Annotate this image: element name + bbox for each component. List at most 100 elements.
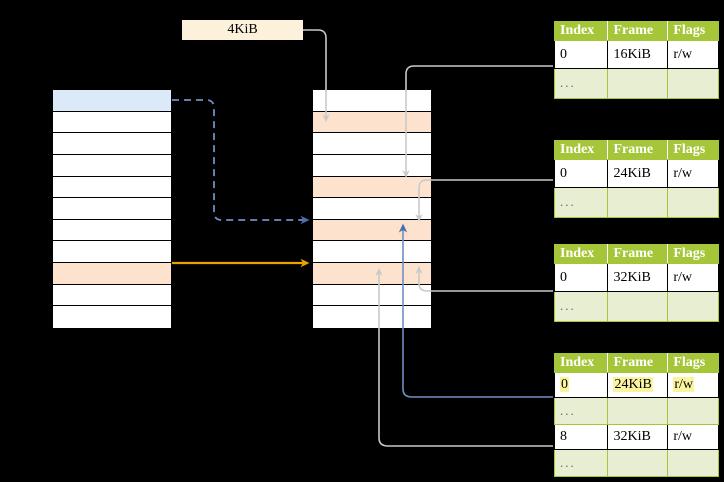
physical-frame-row-5	[313, 198, 431, 220]
virtual-page-row-3	[53, 154, 171, 177]
cell-flags	[667, 291, 719, 322]
physical-frame-row-1	[313, 111, 431, 134]
virtual-page-row-0	[53, 90, 171, 112]
virtual-page-row-2	[53, 133, 171, 155]
physical-frame-row-9	[313, 284, 431, 307]
table-row-ellipsis: ...	[553, 397, 719, 425]
column-header-flags: Flags	[667, 244, 719, 264]
cell-flags	[667, 449, 719, 477]
physical-frame-row-10	[313, 306, 431, 328]
cell-index: 0	[553, 371, 609, 399]
cell-frame	[607, 449, 669, 477]
virtual-address-space-column	[52, 89, 172, 329]
virtual-page-row-8	[53, 263, 171, 285]
cell-frame: 16KiB	[607, 39, 669, 70]
cell-index: ...	[553, 291, 609, 322]
cell-frame: 32KiB	[607, 262, 669, 293]
cell-frame: 24KiB	[607, 158, 669, 189]
cell-index: 0	[553, 39, 609, 70]
cell-flags: r/w	[667, 39, 719, 70]
table-row-ellipsis: ...	[553, 291, 719, 322]
connector-table2-to-frame	[415, 179, 553, 222]
cell-index: ...	[553, 187, 609, 218]
column-header-flags: Flags	[667, 353, 719, 373]
physical-frame-row-3	[313, 154, 431, 177]
physical-memory-column	[312, 89, 432, 329]
column-header-index: Index	[553, 353, 609, 373]
virtual-page-row-4	[53, 176, 171, 199]
physical-frame-row-6	[313, 219, 431, 242]
physical-frame-row-8	[313, 263, 431, 285]
column-header-index: Index	[553, 244, 609, 264]
cell-frame	[607, 187, 669, 218]
connector-virtual-page-dashed	[172, 99, 310, 225]
virtual-page-row-9	[53, 284, 171, 307]
cell-frame	[607, 68, 669, 99]
ellipsis-mark: ...	[560, 75, 576, 91]
highlighted-value: 24KiB	[613, 377, 653, 393]
cell-index: ...	[553, 397, 609, 425]
cell-index: 0	[553, 158, 609, 189]
cell-flags: r/w	[667, 262, 719, 293]
cell-frame: 32KiB	[607, 423, 669, 451]
virtual-page-row-1	[53, 111, 171, 134]
connector-table3-to-frame	[415, 266, 553, 292]
ellipsis-mark: ...	[560, 298, 576, 314]
cell-flags: r/w	[667, 158, 719, 189]
column-header-flags: Flags	[667, 21, 719, 41]
cell-frame: 24KiB	[607, 371, 669, 399]
cell-index: 8	[553, 423, 609, 451]
cell-flags: r/w	[667, 371, 719, 399]
ellipsis-mark: ...	[560, 402, 576, 418]
cell-frame	[607, 397, 669, 425]
table-row: 0 24KiB r/w	[553, 371, 719, 399]
table-row-ellipsis: ...	[553, 68, 719, 99]
cell-flags	[667, 397, 719, 425]
column-header-flags: Flags	[667, 140, 719, 160]
ellipsis-mark: ...	[560, 194, 576, 210]
size-label-4kib: 4KiB	[182, 20, 303, 40]
column-header-index: Index	[553, 21, 609, 41]
physical-frame-row-4	[313, 176, 431, 199]
column-header-frame: Frame	[607, 21, 669, 41]
virtual-page-row-6	[53, 219, 171, 242]
virtual-page-row-5	[53, 198, 171, 220]
column-header-frame: Frame	[607, 353, 669, 373]
column-header-index: Index	[553, 140, 609, 160]
virtual-page-row-10	[53, 306, 171, 328]
physical-frame-row-0	[313, 90, 431, 112]
cell-index: ...	[553, 68, 609, 99]
cell-frame	[607, 291, 669, 322]
column-header-frame: Frame	[607, 244, 669, 264]
cell-index: 0	[553, 262, 609, 293]
highlighted-value: 0	[560, 377, 569, 393]
cell-flags: r/w	[667, 423, 719, 451]
table-row-ellipsis: ...	[553, 449, 719, 477]
ellipsis-mark: ...	[560, 454, 576, 470]
cell-index: ...	[553, 449, 609, 477]
table-row-ellipsis: ...	[553, 187, 719, 218]
column-header-frame: Frame	[607, 140, 669, 160]
cell-flags	[667, 187, 719, 218]
physical-frame-row-2	[313, 133, 431, 155]
virtual-page-row-7	[53, 241, 171, 263]
physical-frame-row-7	[313, 241, 431, 263]
cell-flags	[667, 68, 719, 99]
highlighted-value: r/w	[673, 377, 694, 393]
